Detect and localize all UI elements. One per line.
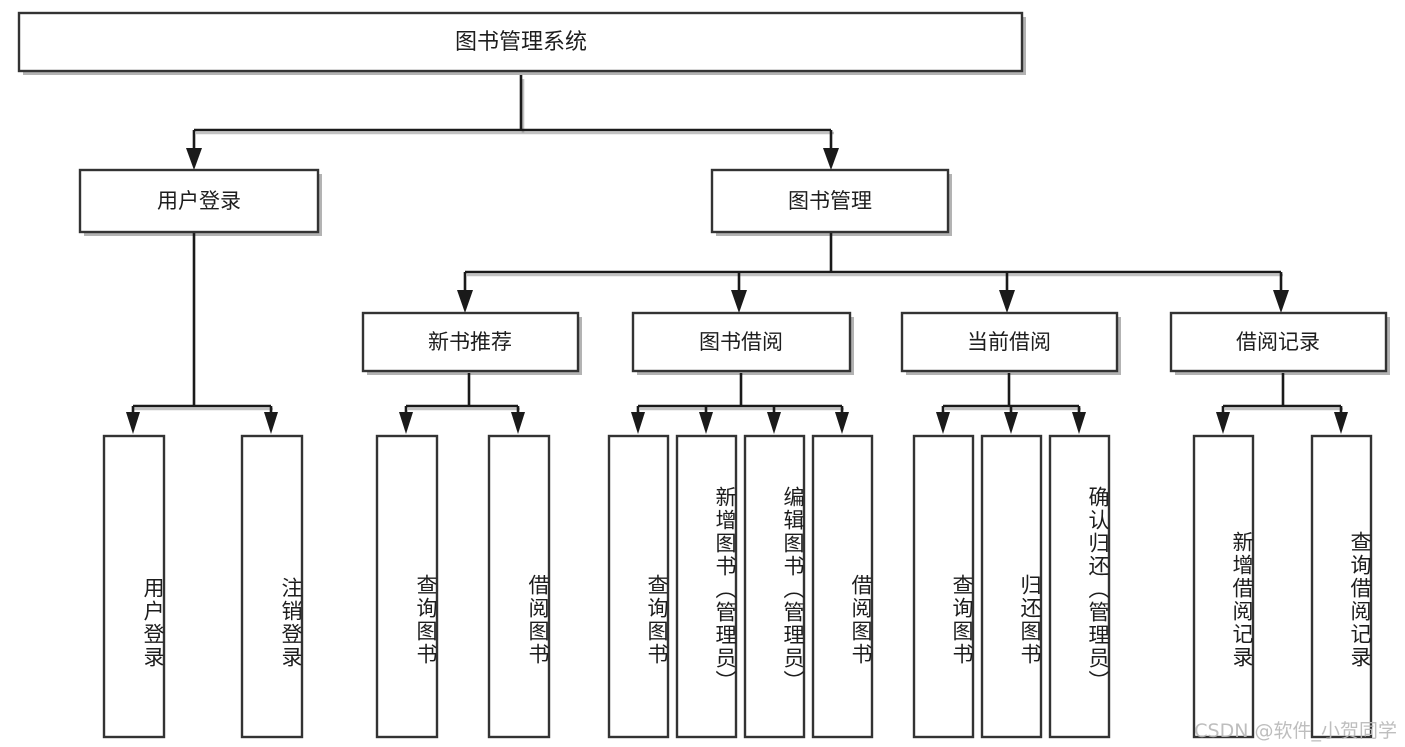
leaf-box-borrow-book-1[interactable] [487, 434, 551, 739]
bb-leaf4-arrow [835, 412, 849, 434]
leaf-box-query-book-2[interactable] [607, 434, 670, 739]
user-login-leaf1-arrow [126, 412, 140, 434]
bb-leaf3-arrow [767, 412, 781, 434]
current-borrow-box[interactable] [900, 311, 1119, 373]
current-borrow-label: 当前借阅 [967, 330, 1051, 354]
book-manage-label: 图书管理 [788, 189, 872, 213]
user-login-leaf2-arrow [264, 412, 278, 434]
leaf-box-borrow-book-2[interactable] [811, 434, 874, 739]
book-borrow-box[interactable] [631, 311, 852, 373]
book-manage-box[interactable] [710, 168, 950, 234]
leaf-box-add-book[interactable] [675, 434, 738, 739]
borrow-record-label: 借阅记录 [1236, 330, 1320, 354]
bm-to-book-borrow-arrow [731, 290, 747, 313]
bm-to-new-book-rec-arrow [457, 290, 473, 313]
cb-leaf1-arrow [936, 412, 950, 434]
nbr-leaf1-arrow [399, 412, 413, 434]
bm-to-current-borrow-arrow [999, 290, 1015, 313]
root-to-book-manage-arrow [823, 148, 839, 170]
leaf-box-edit-book[interactable] [743, 434, 806, 739]
new-book-rec-label: 新书推荐 [428, 330, 512, 354]
leaf-box-add-record[interactable] [1192, 434, 1255, 739]
bm-to-borrow-record-arrow [1273, 290, 1289, 313]
root-box[interactable] [17, 11, 1024, 73]
cb-leaf2-arrow [1004, 412, 1018, 434]
new-book-rec-box[interactable] [361, 311, 580, 373]
nbr-leaf2-arrow [511, 412, 525, 434]
leaf-box-query-record[interactable] [1310, 434, 1373, 739]
leaf-box-query-book-3[interactable] [912, 434, 975, 739]
leaf-box-logout[interactable] [240, 434, 304, 739]
root-to-user-login-arrow [186, 148, 202, 170]
leaf-box-confirm-return[interactable] [1048, 434, 1111, 739]
borrow-record-box[interactable] [1169, 311, 1388, 373]
bb-leaf2-arrow [699, 412, 713, 434]
br-leaf2-arrow [1334, 412, 1348, 434]
user-login-box[interactable] [78, 168, 320, 234]
book-borrow-label: 图书借阅 [699, 330, 783, 354]
cb-leaf3-arrow [1072, 412, 1086, 434]
root-label: 图书管理系统 [455, 30, 587, 55]
bb-leaf1-arrow [631, 412, 645, 434]
leaf-box-query-book-1[interactable] [375, 434, 439, 739]
leaf-box-user-login[interactable] [102, 434, 166, 739]
br-leaf1-arrow [1216, 412, 1230, 434]
leaf-box-return-book[interactable] [980, 434, 1043, 739]
user-login-label: 用户登录 [157, 189, 241, 213]
